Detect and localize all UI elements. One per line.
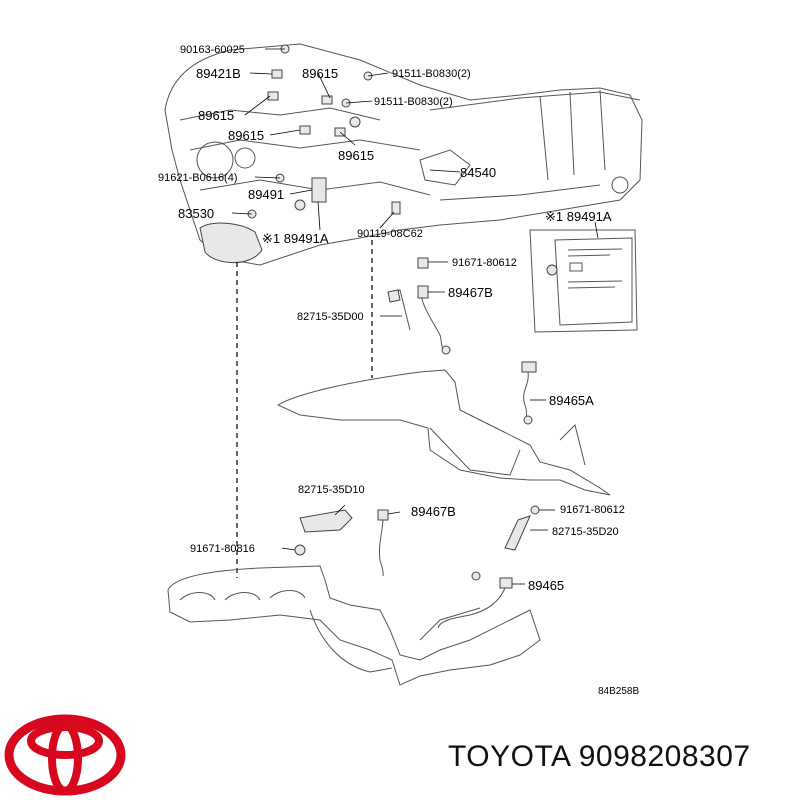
label-89421B: 89421B <box>196 66 241 81</box>
logo-vertical-ellipse <box>48 721 82 795</box>
label-89615-b: 89615 <box>198 108 234 123</box>
label-83530: 83530 <box>178 206 214 221</box>
label-89615-c: 89615 <box>228 128 264 143</box>
label-91511-b: 91511-B0830(2) <box>374 96 453 108</box>
engine-block-drawing <box>164 43 643 266</box>
label-91671-80816: 91671-80816 <box>190 543 255 555</box>
label-89615-d: 89615 <box>338 148 374 163</box>
toyota-logo <box>4 714 126 796</box>
leader-lines-upper <box>231 48 461 231</box>
label-91511-a: 91511-B0830(2) <box>392 68 471 80</box>
label-89491A-box: ※1 89491A <box>545 209 612 224</box>
o2-sensor-89465A <box>521 361 546 425</box>
exhaust-pipe-lower <box>167 565 541 686</box>
exhaust-pipe-upper <box>276 369 611 496</box>
diagram-ref-code: 84B258B <box>598 686 639 697</box>
label-90163-60025: 90163-60025 <box>180 44 245 56</box>
dashed-connectors <box>236 240 373 578</box>
label-82715-35D10: 82715-35D10 <box>298 484 365 496</box>
label-89467B-a: 89467B <box>448 285 493 300</box>
label-89467B-b: 89467B <box>411 504 456 519</box>
label-90119: 90119-08C62 <box>357 228 423 240</box>
label-82715-35D20: 82715-35D20 <box>552 526 619 538</box>
label-84540: 84540 <box>460 165 496 180</box>
label-89465A: 89465A <box>549 393 594 408</box>
brand-caption: TOYOTA 9098208307 <box>448 740 751 773</box>
label-89615-a: 89615 <box>302 66 338 81</box>
label-91671-a: 91671-80612 <box>452 257 517 269</box>
o2-sensor-89467B-lower <box>281 504 401 577</box>
o2-sensor-89467B-upper <box>380 257 451 355</box>
inset-label-sheet <box>529 221 638 333</box>
o2-sensor-89465-lower <box>437 505 555 629</box>
part-labels: 90163-60025 89421B 89615 91511-B0830(2) … <box>158 44 639 697</box>
label-91671-b: 91671-80612 <box>560 504 625 516</box>
label-82715-35D00: 82715-35D00 <box>297 311 364 323</box>
label-89465: 89465 <box>528 578 564 593</box>
logo-horizontal-ellipse <box>27 723 103 759</box>
label-89491: 89491 <box>248 187 284 202</box>
label-91621: 91621-B0616(4) <box>158 172 238 184</box>
label-89491A-main: ※1 89491A <box>262 231 329 246</box>
